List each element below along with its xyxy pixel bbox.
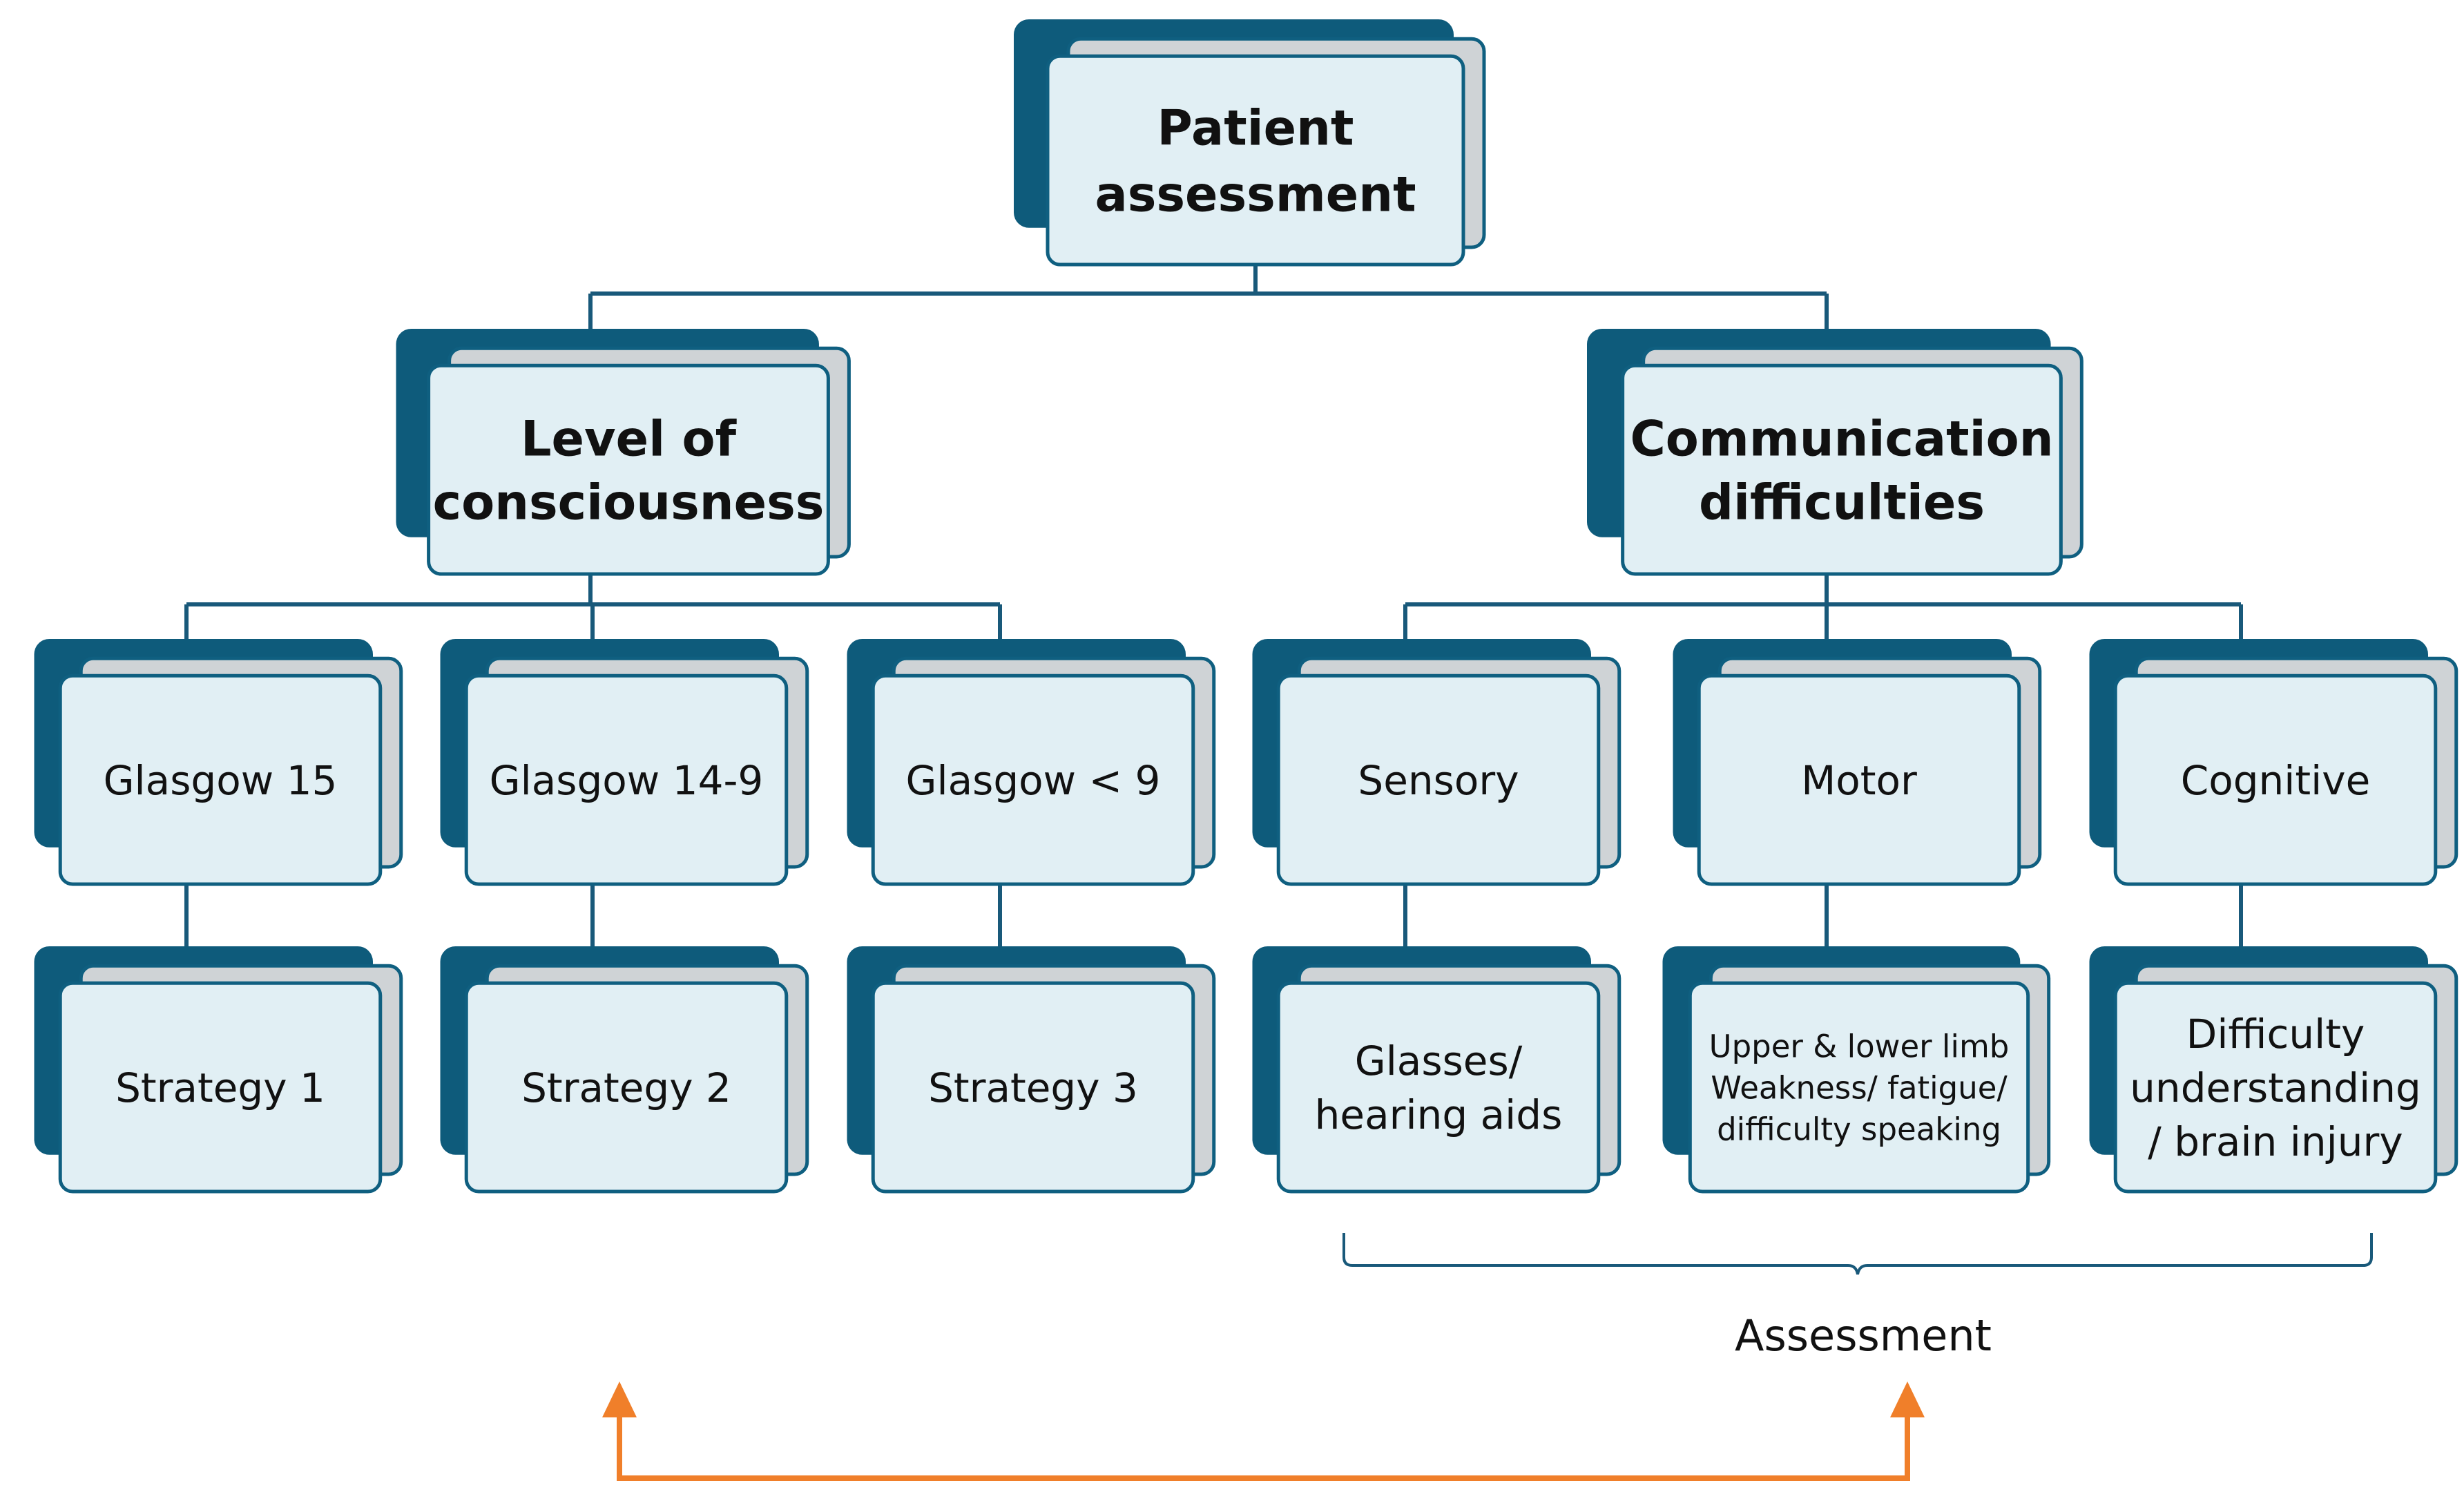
node-box xyxy=(427,363,830,576)
node-label: Communication xyxy=(1630,410,2053,467)
category-node: Motor xyxy=(1673,639,2042,886)
assessment-brace xyxy=(1342,1233,2373,1275)
node-label: Strategy 3 xyxy=(928,1064,1138,1111)
node-label: Glasses/ xyxy=(1355,1037,1523,1084)
node-label: assessment xyxy=(1095,166,1416,222)
detail-node: Strategy 3 xyxy=(847,946,1216,1194)
category-node: Glasgow 14-9 xyxy=(440,639,809,886)
category-node: Glasgow < 9 xyxy=(847,639,1216,886)
node-label: Strategy 1 xyxy=(115,1064,325,1111)
node-label: Upper & lower limb xyxy=(1709,1028,2010,1064)
category-node: Cognitive xyxy=(2089,639,2458,886)
node-box xyxy=(1621,363,2063,576)
feedback-arrow-line xyxy=(617,1417,1910,1481)
detail-node: Difficulty understanding / brain injury xyxy=(2089,946,2458,1194)
detail-node: Strategy 1 xyxy=(34,946,403,1194)
node-box xyxy=(1688,981,2030,1194)
node-label: Difficulty xyxy=(2186,1011,2365,1058)
node-box xyxy=(1276,981,1601,1194)
node-label: understanding xyxy=(2130,1064,2421,1111)
arrowhead-left-icon xyxy=(602,1381,637,1417)
node-box xyxy=(871,673,1195,886)
node-box xyxy=(1046,54,1465,267)
node-box xyxy=(2113,981,2438,1194)
node-box xyxy=(1697,673,2021,886)
node-box xyxy=(2113,673,2438,886)
root-node: Patient assessment xyxy=(1014,19,1486,267)
node-label: Level of xyxy=(521,410,738,467)
branch-node: Level of consciousness xyxy=(396,329,851,576)
node-label: Patient xyxy=(1157,99,1354,156)
node-box xyxy=(1276,673,1601,886)
node-label: Cognitive xyxy=(2181,757,2371,804)
node-box xyxy=(871,981,1195,1194)
node-label: hearing aids xyxy=(1315,1091,1563,1138)
node-label: Strategy 2 xyxy=(521,1064,731,1111)
arrowhead-right-icon xyxy=(1890,1381,1925,1417)
assessment-label: Assessment xyxy=(1735,1310,1992,1361)
node-box xyxy=(58,673,383,886)
node-label: / brain injury xyxy=(2148,1118,2403,1165)
node-label: Weakness/ fatigue/ xyxy=(1711,1069,2008,1106)
category-node: Sensory xyxy=(1252,639,1621,886)
node-label: Glasgow 15 xyxy=(104,757,338,804)
node-label: Glasgow 14-9 xyxy=(490,757,764,804)
node-label: difficulty speaking xyxy=(1717,1111,2001,1147)
node-label: Sensory xyxy=(1358,757,1519,804)
category-node: Glasgow 15 xyxy=(34,639,403,886)
node-box xyxy=(58,981,383,1194)
detail-node: Glasses/hearing aids xyxy=(1252,946,1621,1194)
node-box xyxy=(464,981,789,1194)
node-label: Motor xyxy=(1801,757,1917,804)
node-label: Glasgow < 9 xyxy=(906,757,1161,804)
node-box xyxy=(464,673,789,886)
node-label: consciousness xyxy=(433,474,825,530)
detail-node: Strategy 2 xyxy=(440,946,809,1194)
feedback-arrow xyxy=(602,1381,1925,1481)
node-label: difficulties xyxy=(1699,474,1985,530)
branch-node: Communication difficulties xyxy=(1587,329,2083,576)
